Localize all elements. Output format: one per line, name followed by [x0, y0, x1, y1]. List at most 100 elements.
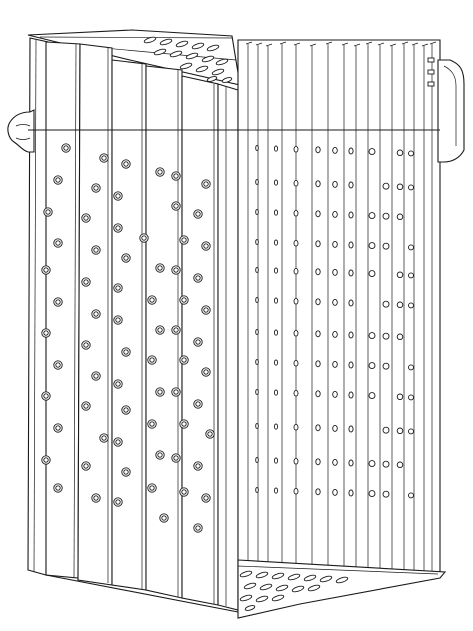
perforation-hole: [255, 329, 259, 335]
perforation-hole-inner: [203, 307, 209, 313]
perforation-hole: [368, 490, 376, 498]
perforation-hole: [255, 487, 259, 493]
perforation-hole-inner: [115, 439, 121, 445]
perforation-hole: [408, 492, 414, 499]
perforation-hole-inner: [181, 357, 187, 363]
perforation-hole-inner: [93, 311, 99, 317]
perforation-hole: [255, 239, 259, 245]
fin-plate-tip: [389, 43, 397, 47]
perforation-hole-inner: [63, 145, 69, 151]
perforation-hole: [315, 360, 321, 368]
perforation-hole: [348, 211, 354, 219]
perforation-hole-inner: [141, 235, 147, 241]
perforation-hole-inner: [93, 185, 99, 191]
perforation-hole: [332, 458, 338, 466]
perforation-hole-inner: [203, 369, 209, 375]
perforation-hole-inner: [93, 247, 99, 253]
perforation-hole-inner: [181, 237, 187, 243]
perforation-hole: [348, 391, 354, 399]
perforation-hole-inner: [55, 240, 61, 246]
fin-plate-tip: [341, 42, 349, 46]
perforation-hole: [396, 461, 404, 469]
perforation-hole: [408, 394, 414, 401]
perforation-hole-inner: [173, 389, 179, 395]
right-lifting-lug: [427, 57, 465, 163]
perforation-hole: [408, 150, 414, 157]
perforation-hole-inner: [115, 285, 121, 291]
perforation-hole: [255, 145, 259, 151]
perforation-hole: [315, 330, 321, 338]
fin-plate-tip: [245, 41, 253, 45]
perforation-hole: [332, 390, 338, 398]
perforation-hole-inner: [101, 155, 107, 161]
perforation-hole-inner: [181, 489, 187, 495]
perforation-hole-inner: [43, 393, 49, 399]
perforation-hole: [396, 333, 404, 341]
fin-plate-tip: [353, 43, 361, 47]
perforation-hole: [396, 213, 404, 221]
perforation-hole-inner: [195, 463, 201, 469]
perforation-hole: [382, 332, 390, 340]
perforation-hole: [315, 146, 321, 154]
fin-plate-tip: [293, 42, 301, 46]
perforation-hole: [408, 302, 414, 309]
perforation-hole: [382, 490, 390, 498]
left-face-holes: [41, 143, 215, 533]
bottom-tray: [237, 559, 447, 619]
perforation-hole: [255, 423, 259, 429]
perforation-hole-inner: [195, 339, 201, 345]
perforation-hole: [315, 240, 321, 248]
bottom-tray-slots: [239, 570, 349, 611]
perforation-hole: [293, 297, 299, 305]
perforation-hole: [408, 428, 414, 435]
perforation-hole: [368, 242, 376, 250]
perforation-hole: [273, 457, 279, 464]
perforation-hole: [273, 423, 279, 430]
perforation-hole: [332, 360, 338, 368]
perforation-hole: [315, 488, 321, 496]
perforation-hole: [293, 267, 299, 275]
perforation-hole: [368, 270, 376, 278]
perforation-hole: [273, 359, 279, 366]
perforation-hole-inner: [123, 469, 129, 475]
perforation-hole: [348, 181, 354, 189]
perforation-hole: [408, 184, 414, 191]
perforation-hole: [382, 300, 390, 308]
perforation-hole: [396, 149, 404, 157]
fin-plate-tip: [265, 43, 273, 47]
perforation-hole-inner: [157, 169, 163, 175]
perforation-hole-inner: [157, 389, 163, 395]
perforation-hole: [273, 389, 279, 396]
perforation-hole: [348, 331, 354, 339]
perforation-hole: [348, 459, 354, 467]
perforation-hole-inner: [173, 267, 179, 273]
perforation-hole-inner: [195, 275, 201, 281]
perforation-hole-inner: [43, 267, 49, 273]
perforation-hole: [332, 488, 338, 496]
perforation-hole: [255, 209, 259, 215]
perforation-hole: [368, 148, 376, 156]
perforation-hole: [348, 489, 354, 497]
perforation-hole: [293, 457, 299, 465]
fin-plate-tip: [377, 42, 385, 46]
perforation-hole: [382, 426, 390, 434]
perforation-hole-inner: [149, 357, 155, 363]
perforation-hole-inner: [161, 515, 167, 521]
perforation-hole: [315, 424, 321, 432]
perforation-hole-inner: [93, 373, 99, 379]
perforation-hole-inner: [195, 525, 201, 531]
perforation-hole: [255, 359, 259, 365]
perforation-hole: [293, 423, 299, 431]
perforation-hole-inner: [83, 403, 89, 409]
perforation-hole: [396, 301, 404, 309]
perforation-hole-inner: [149, 485, 155, 491]
perforation-hole: [293, 239, 299, 247]
perforation-hole-inner: [83, 463, 89, 469]
perforation-hole-inner: [115, 317, 121, 323]
perforation-hole-inner: [181, 421, 187, 427]
perforation-hole: [273, 145, 279, 152]
perforation-hole-inner: [83, 342, 89, 348]
perforation-hole: [293, 389, 299, 397]
fin-plate-tip: [421, 43, 429, 47]
perforation-hole: [315, 210, 321, 218]
